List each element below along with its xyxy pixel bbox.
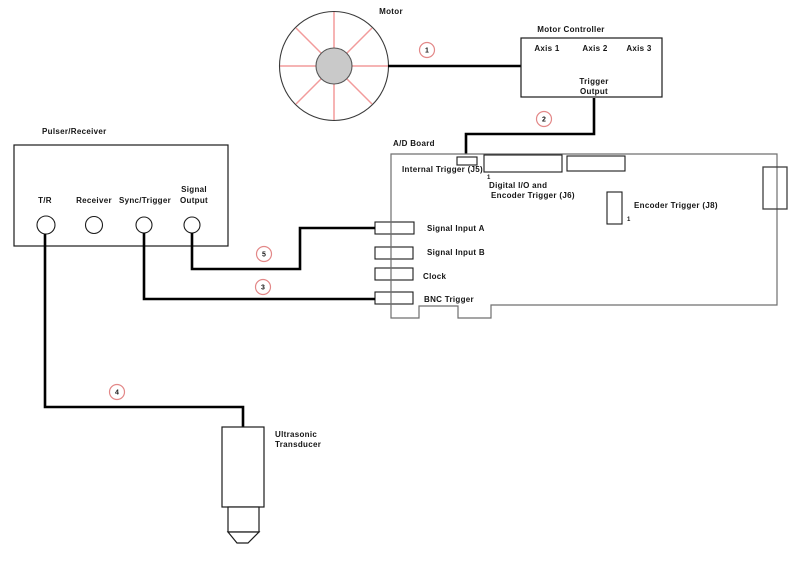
signal-input-b-label: Signal Input B	[427, 248, 485, 257]
wire-tr-to-transducer	[43, 234, 245, 427]
pulser-receiver-label: Pulser/Receiver	[42, 127, 107, 136]
motor-controller-label: Motor Controller	[537, 25, 604, 34]
marker-4-circle	[108, 383, 126, 401]
aux-header-connector	[566, 155, 626, 172]
internal-trigger-j5-connector	[456, 156, 478, 166]
transducer-neck	[227, 506, 260, 533]
marker-3-number: 3	[261, 285, 265, 292]
digital-io-label-line2: Encoder Trigger (J6)	[491, 191, 575, 200]
marker-3-circle	[254, 278, 272, 296]
receiver-port	[84, 215, 104, 235]
axis-1-label: Axis 1	[534, 44, 560, 53]
board-bracket	[762, 166, 788, 210]
motor-controller: Motor Controller Axis 1 Axis 2 Axis 3 Tr…	[520, 25, 663, 98]
internal-trigger-j5-label: Internal Trigger (J5)	[402, 165, 483, 174]
encoder-trigger-j8-connector	[606, 191, 623, 225]
axis-2-label: Axis 2	[582, 44, 608, 53]
transducer-label-line1: Ultrasonic	[275, 430, 317, 439]
ad-board-label: A/D Board	[393, 139, 435, 148]
connection-marker-4: 4	[108, 383, 126, 401]
marker-4-number: 4	[115, 390, 119, 397]
encoder-trigger-j8-label: Encoder Trigger (J8)	[634, 201, 718, 210]
clock-label: Clock	[423, 272, 447, 281]
marker-5-circle	[255, 245, 273, 263]
transducer-label-line2: Transducer	[275, 440, 321, 449]
signal-input-b-connector	[374, 246, 414, 260]
signal-output-port	[183, 216, 201, 234]
j6-pin1-label: 1	[487, 175, 491, 181]
ultrasonic-transducer: Ultrasonic Transducer	[221, 426, 321, 544]
transducer-tip	[226, 531, 261, 544]
sync-trigger-port-label: Sync/Trigger	[119, 196, 171, 205]
receiver-port-label: Receiver	[76, 196, 112, 205]
signal-output-port-label-line1: Signal	[181, 185, 207, 194]
tr-port	[36, 215, 56, 235]
bnc-trigger-connector	[374, 291, 414, 305]
marker-1-number: 1	[425, 48, 429, 55]
marker-5-number: 5	[262, 252, 266, 259]
connection-marker-1: 1	[418, 41, 436, 59]
connection-marker-5: 5	[255, 245, 273, 263]
marker-2-number: 2	[542, 117, 546, 124]
axis-3-label: Axis 3	[626, 44, 652, 53]
motor-assembly: Motor	[278, 7, 403, 122]
wire-sync-to-bnc-trigger	[142, 233, 375, 301]
connection-markers: 1 2 3 4 5	[108, 41, 553, 401]
trigger-output-label-line1: Trigger	[579, 77, 608, 86]
signal-input-a-connector	[374, 221, 415, 235]
marker-2-circle	[535, 110, 553, 128]
trigger-output-label-line2: Output	[580, 87, 608, 96]
j8-pin1-label: 1	[627, 217, 631, 223]
wire-signal-output-to-input-a	[190, 226, 375, 271]
motor-label: Motor	[379, 7, 403, 16]
tr-port-label: T/R	[38, 196, 52, 205]
digital-io-j6-connector	[483, 154, 563, 173]
connection-marker-3: 3	[254, 278, 272, 296]
bnc-trigger-label: BNC Trigger	[424, 295, 474, 304]
motor-controller-box	[520, 37, 663, 98]
transducer-body	[221, 426, 265, 508]
ad-board-outline	[390, 153, 778, 319]
ad-board-body	[391, 154, 777, 318]
digital-io-label-line1: Digital I/O and	[489, 181, 547, 190]
ad-board: A/D Board Internal Trigger (J5) 1 Digita…	[374, 139, 788, 319]
motor-hub	[315, 47, 353, 85]
wire-trigger-to-j5	[464, 98, 596, 156]
signal-input-a-label: Signal Input A	[427, 224, 485, 233]
marker-1-circle	[418, 41, 436, 59]
connection-marker-2: 2	[535, 110, 553, 128]
sync-trigger-port	[135, 216, 153, 234]
clock-connector	[374, 267, 414, 281]
signal-output-port-label-line2: Output	[180, 196, 208, 205]
pulser-receiver: Pulser/Receiver T/R Receiver Sync/Trigge…	[13, 127, 229, 247]
